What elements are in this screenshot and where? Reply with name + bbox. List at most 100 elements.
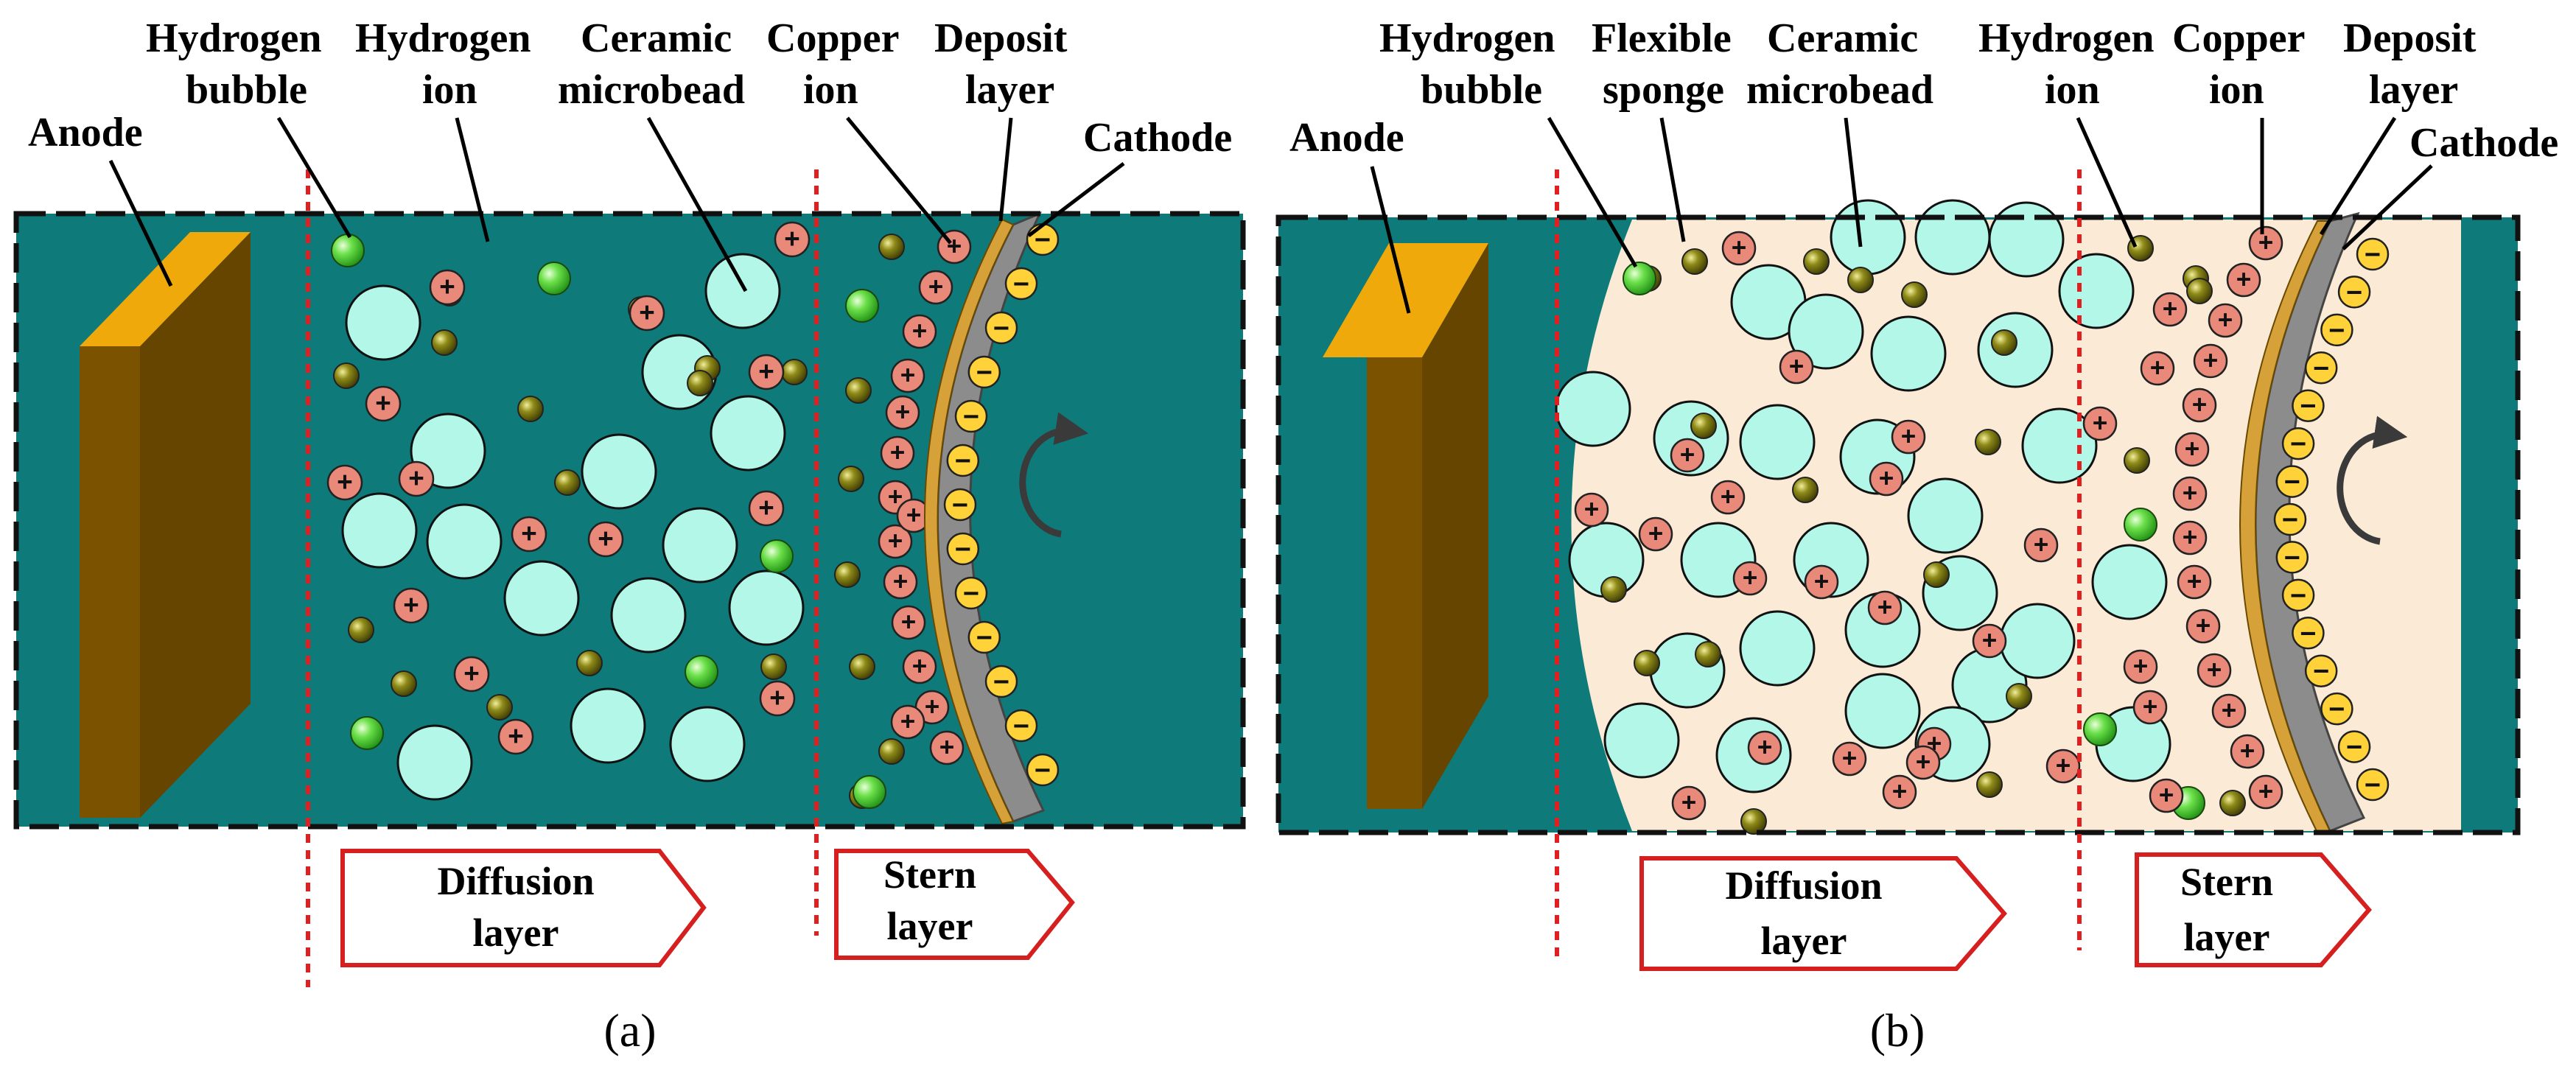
ceramic-microbead <box>1988 201 2065 278</box>
copper-ion: + <box>891 605 926 640</box>
ceramic-microbead <box>345 284 421 361</box>
hydrogen-ion <box>1923 561 1950 588</box>
deposit-layer-label-b-2: layer <box>2369 67 2458 113</box>
anion: − <box>2356 768 2390 802</box>
hydrogen-ion <box>834 561 861 588</box>
cation-symbol: + <box>1681 788 1697 817</box>
ceramic-microbead <box>710 395 786 472</box>
diffusion-layer-tag-b: Diffusion layer <box>1639 856 2007 971</box>
panel-b: ++++++++++++++++++++++++++++++++++++++++… <box>1275 15 2558 1056</box>
copper-ion: + <box>1721 231 1757 266</box>
cation-symbol: + <box>2258 228 2274 257</box>
cation-symbol: + <box>1584 495 1600 524</box>
hydrogen-bubble <box>2124 508 2157 541</box>
anion-symbol: − <box>2346 732 2362 763</box>
cation-symbol: + <box>2034 530 2049 559</box>
copper-ion: + <box>453 656 490 693</box>
cation-symbol: + <box>2143 693 2158 721</box>
copper-ion: + <box>896 498 931 533</box>
anion: − <box>2337 276 2371 309</box>
cation-symbol: + <box>895 398 911 427</box>
hydrogen-ion <box>1600 576 1627 603</box>
hydrogen-ion <box>1901 281 1928 308</box>
cathode-pointer-a <box>1027 162 1125 237</box>
particles-a: +++++++++++++++++++++++++++++ <box>326 221 972 809</box>
rotation-arrow-b <box>2337 416 2408 545</box>
hydrogen-ion <box>760 653 787 680</box>
copper-ion: + <box>2182 388 2217 423</box>
copper-ion: + <box>1804 564 1839 600</box>
cation-symbol: + <box>1732 234 1747 262</box>
ceramic-microbead <box>669 706 746 782</box>
cation-symbol: + <box>2150 354 2166 382</box>
hydrogen-ion <box>2219 790 2246 816</box>
cation-symbol: + <box>928 273 944 301</box>
cation-symbol: + <box>521 519 537 549</box>
stern-layer-tag-b: Stern layer <box>2135 852 2372 967</box>
anion: − <box>946 532 980 566</box>
cation-symbol: + <box>1901 422 1917 451</box>
copper-ion: + <box>2172 476 2208 511</box>
hydrogen-bubble <box>537 262 571 295</box>
copper-ion: + <box>2023 528 2059 563</box>
copper-ion: + <box>1779 349 1814 385</box>
stern-layer-label-a-1: Stern <box>883 852 976 897</box>
hydrogen-ion <box>1803 248 1830 275</box>
hydrogen-ion <box>878 234 905 260</box>
anion-symbol: − <box>2284 542 2300 573</box>
cathode-a <box>924 211 1046 825</box>
cation-symbol: + <box>758 493 774 523</box>
copper-ion: + <box>1891 419 1926 455</box>
copper-ion: + <box>890 704 925 740</box>
ceramic-microbead <box>570 687 646 764</box>
hydrogen-ion <box>1976 771 2003 798</box>
copper-ion: + <box>2208 303 2243 338</box>
cation-symbol: + <box>598 524 614 554</box>
cation-symbol: + <box>1814 567 1830 596</box>
cation-symbol: + <box>408 463 424 494</box>
cation-symbol: + <box>900 361 916 390</box>
anion: − <box>984 665 1018 698</box>
anion: − <box>2273 502 2307 536</box>
caption-b: (b) <box>1870 1004 1925 1056</box>
ceramic-microbead <box>1739 610 1816 687</box>
copper-ion-label-b-2: ion <box>2209 67 2264 113</box>
hydrogen-ion <box>878 738 905 765</box>
copper-ion: + <box>2177 564 2212 600</box>
copper-ion: + <box>1905 745 1941 780</box>
particles-b: ++++++++++++++++++++++++++++++++++++++++ <box>1555 199 2283 835</box>
anion: − <box>2304 351 2338 385</box>
cation-symbol: + <box>463 659 480 689</box>
ceramic-microbead <box>1830 199 1906 276</box>
hydrogen-ion <box>1991 329 2017 356</box>
hydrogen-bubble <box>853 775 886 809</box>
cation-symbol: + <box>2187 567 2202 596</box>
cation-symbol: + <box>900 707 916 736</box>
cation-symbol: + <box>2159 781 2174 810</box>
copper-ion: + <box>2082 406 2118 441</box>
anion-symbol: − <box>2328 315 2345 346</box>
copper-ion: + <box>748 490 785 527</box>
ceramic-microbead <box>1844 673 1921 749</box>
cation-symbol: + <box>639 298 655 328</box>
hydrogen-ion <box>845 377 872 404</box>
copper-ion: + <box>914 690 950 725</box>
anode-a <box>80 232 251 818</box>
copper-ion: + <box>885 395 920 430</box>
hydrogen-ion-label-a-2: ion <box>422 67 477 113</box>
anion-symbol: − <box>993 313 1009 344</box>
hydrogen-ion <box>1681 248 1708 275</box>
ceramic-microbead <box>341 492 418 569</box>
cation-symbol: + <box>508 721 524 751</box>
copper-ion: + <box>918 270 953 305</box>
hydrogen-ion <box>2124 447 2150 474</box>
copper-ion: + <box>326 464 363 501</box>
cathode-label-a: Cathode <box>1083 115 1232 161</box>
copper-ion: + <box>2152 292 2188 327</box>
anion-symbol: − <box>1035 225 1051 256</box>
cation-symbol: + <box>439 272 455 302</box>
boundary-frame-b <box>1275 214 2521 835</box>
diffusion-layer-label-a-1: Diffusion <box>437 859 594 903</box>
copper-ion: + <box>890 358 925 393</box>
ceramic-microbead <box>662 507 738 583</box>
